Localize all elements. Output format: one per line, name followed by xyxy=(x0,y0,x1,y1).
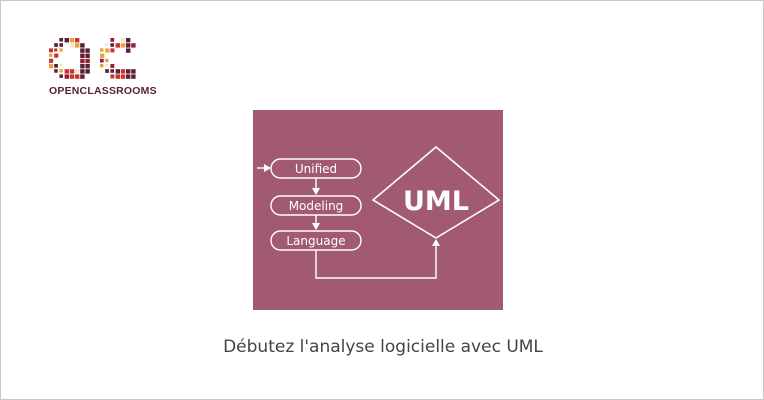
course-illustration: Unified Modeling Language UML xyxy=(253,110,503,310)
svg-text:Modeling: Modeling xyxy=(289,199,344,213)
brand-name: OPENCLASSROOMS xyxy=(49,85,157,97)
svg-text:Language: Language xyxy=(286,234,345,248)
course-title[interactable]: Débutez l'analyse logicielle avec UML xyxy=(223,337,543,357)
uml-diamond: UML xyxy=(371,145,501,239)
step-modeling: Modeling xyxy=(270,195,362,216)
svg-text:Unified: Unified xyxy=(295,162,337,176)
svg-text:UML: UML xyxy=(403,186,469,217)
uml-diagram: Unified Modeling Language UML xyxy=(257,145,501,279)
openclassrooms-logo[interactable]: OPENCLASSROOMS xyxy=(43,37,168,99)
oc-logo-icon xyxy=(49,38,136,79)
connector-language-uml xyxy=(315,239,440,279)
step-language: Language xyxy=(270,230,362,251)
step-unified: Unified xyxy=(270,158,362,179)
